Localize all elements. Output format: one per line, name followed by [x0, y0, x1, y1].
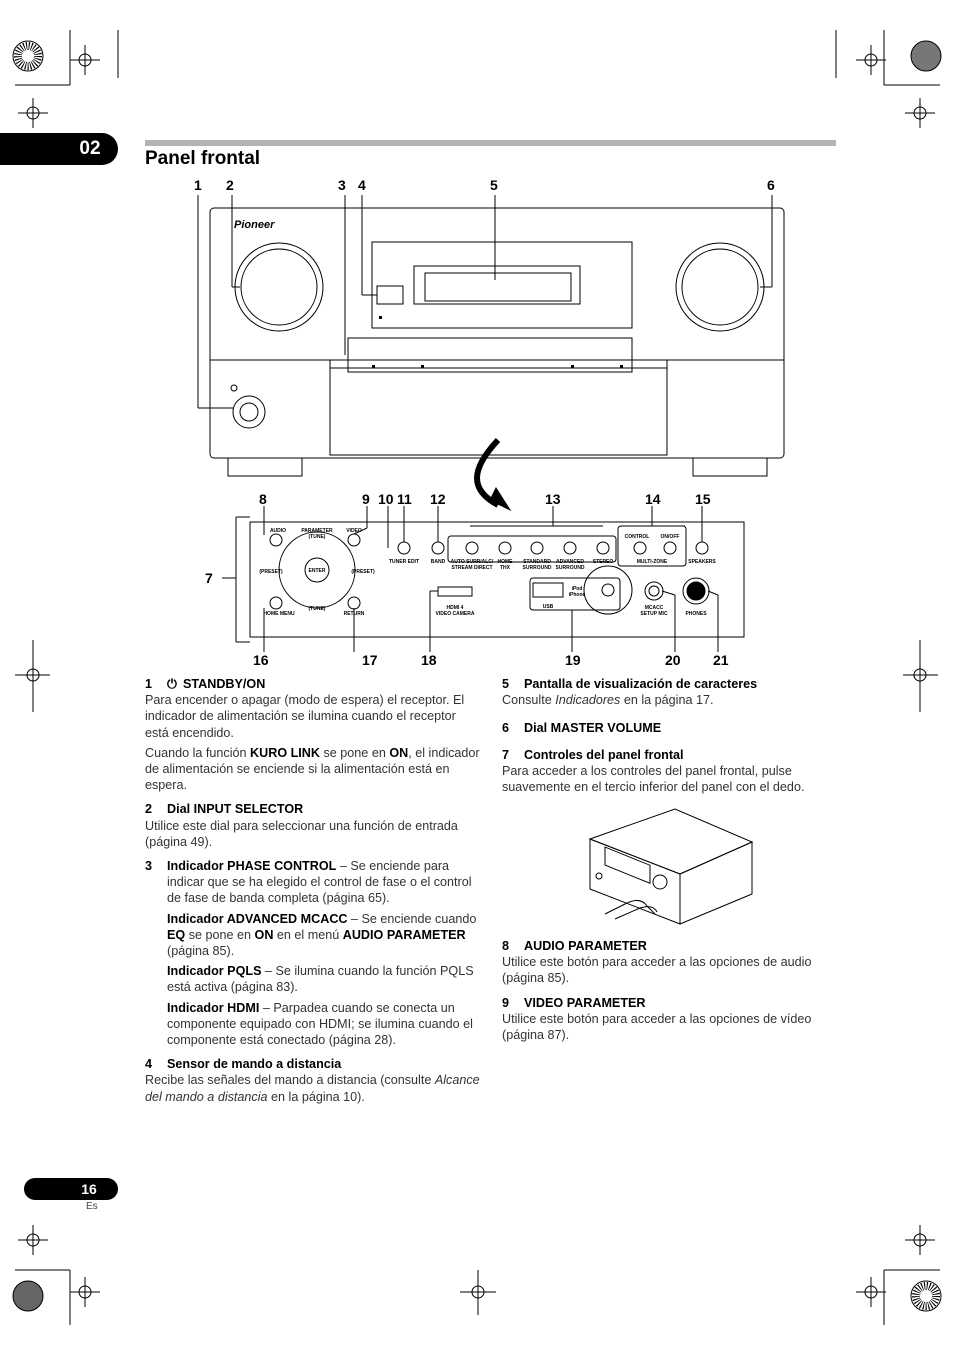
section-title: Panel frontal [145, 148, 261, 169]
label-ipod-2: iPhone [569, 592, 586, 598]
label-preset-left: (PRESET) [259, 569, 283, 575]
callout-14: 14 [645, 491, 661, 507]
callout-16: 16 [253, 652, 269, 668]
callout-18: 18 [421, 652, 437, 668]
callout-8: 8 [259, 491, 267, 507]
item-5-heading: Pantalla de visualización de caracteres [524, 677, 758, 691]
item-1-heading: STANDBY/ON [182, 677, 266, 691]
language-code: Es [86, 1201, 98, 1212]
callout-11: 11 [397, 491, 412, 507]
label-usb: USB [543, 604, 554, 610]
label-hdmi-2: VIDEO CAMERA [436, 611, 475, 617]
header-rule [145, 140, 836, 146]
item-2-heading: Dial INPUT SELECTOR [167, 802, 304, 817]
item-3-advanced-mcacc: Indicador ADVANCED MCACC – Se enciende c… [167, 911, 477, 959]
label-preset-right: (PRESET) [351, 569, 375, 575]
callout-15: 15 [695, 491, 711, 507]
label-home-menu: HOME MENU [263, 611, 295, 617]
label-tune-bottom: (TUNE) [309, 606, 326, 612]
label-tune-top: (TUNE) [309, 534, 326, 540]
label-enter: ENTER [309, 568, 326, 574]
callout-7: 7 [205, 570, 213, 586]
label-parameter: PARAMETER [301, 528, 333, 534]
receiver-front-illustration: Pioneer 1 2 3 4 5 6 8 9 10 11 12 13 14 1… [194, 177, 785, 668]
label-band: BAND [431, 559, 446, 565]
label-phones: PHONES [685, 611, 707, 617]
callout-9: 9 [362, 491, 370, 507]
page-number: 16 [81, 1181, 97, 1197]
label-multi-zone: MULTI-ZONE [637, 559, 668, 565]
item-8-text: Utilice este botón para acceder a las op… [502, 955, 812, 986]
callout-10: 10 [378, 491, 394, 507]
callout-5: 5 [490, 177, 498, 193]
item-3-pqls: Indicador PQLS – Se ilumina cuando la fu… [167, 964, 474, 995]
callout-17: 17 [362, 652, 378, 668]
callout-4: 4 [358, 177, 366, 193]
label-audio: AUDIO [270, 528, 286, 534]
item-1-text-2: Cuando la función KURO LINK se pone en O… [145, 745, 480, 793]
label-speakers: SPEAKERS [688, 559, 716, 565]
item-9-text: Utilice este botón para acceder a las op… [502, 1011, 812, 1043]
callout-2: 2 [226, 177, 234, 193]
label-home-thx-2: THX [500, 565, 511, 571]
item-3-phase-control: Indicador PHASE CONTROL – Se enciende pa… [167, 859, 472, 906]
page-number-tab: 16 [24, 1178, 118, 1200]
callout-21: 21 [713, 652, 729, 668]
item-3-hdmi: Indicador HDMI – Parpadea cuando se cone… [167, 1000, 473, 1048]
left-column: 1 ⏻ STANDBY/ON Para encender o apagar (mod… [145, 676, 480, 1113]
item-7-text: Para acceder a los controles del panel f… [502, 763, 805, 795]
item-4-heading: Sensor de mando a distancia [167, 1057, 342, 1072]
callout-3: 3 [338, 177, 346, 193]
label-mcacc-1: MCACC [645, 605, 664, 611]
label-return: RETURN [344, 611, 365, 617]
callout-12: 12 [430, 491, 446, 507]
label-hdmi-1: HDMI 4 [447, 605, 464, 611]
item-4-text: Recibe las señales del mando a distancia… [145, 1073, 480, 1104]
label-video: VIDEO [346, 528, 362, 534]
power-icon: ⏻ [167, 677, 177, 691]
label-standard-1: STANDARD [523, 559, 551, 565]
label-control: CONTROL [625, 534, 650, 540]
label-on-off: ON/OFF [661, 534, 680, 540]
label-standard-2: SURROUND [523, 565, 552, 571]
item-9-heading: VIDEO PARAMETER [524, 995, 646, 1010]
chapter-tab: 02 [0, 133, 118, 165]
label-mcacc-2: SETUP MIC [640, 611, 668, 617]
item-1-number: 1 [145, 677, 153, 691]
callout-6: 6 [767, 177, 775, 193]
item-5-text: Consulte Indicadores en la página 17. [502, 693, 714, 708]
hand-press-illustration [588, 808, 754, 925]
label-home-thx-1: HOME [498, 559, 514, 565]
item-3: 3 Indicador PHASE CONTROL – Se enciende … [145, 858, 480, 1048]
item-2-text: Utilice este dial para seleccionar una f… [145, 818, 458, 849]
item-1: 1 ⏻ STANDBY/ON Para encender o apagar (mod… [145, 676, 480, 793]
item-6-heading: Dial MASTER VOLUME [524, 721, 662, 736]
chapter-number: 02 [79, 138, 101, 159]
label-stereo: STEREO [593, 559, 614, 565]
callout-13: 13 [545, 491, 561, 507]
item-8-heading: AUDIO PARAMETER [524, 939, 647, 953]
label-advanced-2: SURROUND [556, 565, 585, 571]
label-tuner-edit: TUNER EDIT [389, 559, 419, 565]
brand-logo: Pioneer [234, 219, 275, 231]
callout-19: 19 [565, 652, 581, 668]
label-auto-surr-1: AUTO SURR/ALC/ [451, 559, 494, 565]
item-1-text: Para encender o apagar (modo de espera) … [145, 693, 465, 740]
callout-1: 1 [194, 177, 202, 193]
label-auto-surr-2: STREAM DIRECT [451, 565, 492, 571]
label-advanced-1: ADVANCED [556, 559, 584, 565]
callout-20: 20 [665, 652, 681, 668]
label-ipod-1: iPod [572, 586, 583, 592]
item-7-heading: Controles del panel frontal [524, 747, 684, 762]
